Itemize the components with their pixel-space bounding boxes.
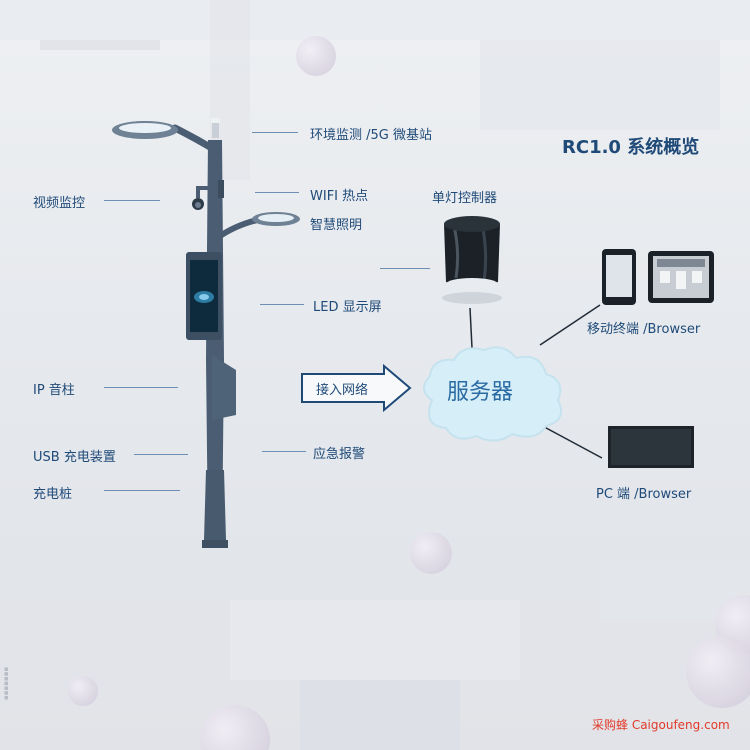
leader-line <box>252 132 298 133</box>
network-arrow <box>301 364 412 413</box>
decor-bubble <box>296 36 336 76</box>
decor-bubble <box>410 532 452 574</box>
leader-line <box>104 387 178 388</box>
label-mobile: 移动终端 /Browser <box>587 322 701 337</box>
leader-line <box>134 454 188 455</box>
label-env-monitor: 环境监测 /5G 微基站 <box>310 128 432 143</box>
decor-bubble <box>686 636 750 708</box>
label-lighting: 智慧照明 <box>310 218 363 233</box>
leader-line <box>104 490 180 491</box>
server-label: 服务器 <box>447 380 514 405</box>
lamp-controller-icon <box>442 216 502 304</box>
leader-line <box>260 304 304 305</box>
label-led-screen: LED 显示屏 <box>313 300 382 315</box>
label-charging: 充电桩 <box>33 487 73 502</box>
label-pc: PC 端 /Browser <box>596 487 692 502</box>
label-single-lamp-controller: 单灯控制器 <box>432 191 498 206</box>
watermark: 采购蜂 Caigoufeng.com <box>592 718 730 732</box>
diagram-title: RC1.0 系统概览 <box>562 137 700 158</box>
leader-line <box>262 451 306 452</box>
mobile-devices-icon <box>602 249 714 305</box>
leader-line <box>104 200 160 201</box>
label-wifi: WIFI 热点 <box>310 189 369 204</box>
side-copyright-mark: ▪▪▪▪▪▪▪ <box>2 666 10 700</box>
label-emergency: 应急报警 <box>313 447 366 462</box>
leader-line <box>380 268 430 269</box>
label-video: 视频监控 <box>33 196 86 211</box>
network-arrow-label: 接入网络 <box>316 383 369 398</box>
label-ip-speaker: IP 音柱 <box>33 383 75 398</box>
leader-line <box>255 192 299 193</box>
pc-monitor-icon <box>608 426 694 468</box>
decor-bubble <box>68 676 98 706</box>
label-usb: USB 充电装置 <box>33 450 116 465</box>
server-cloud <box>423 346 562 442</box>
